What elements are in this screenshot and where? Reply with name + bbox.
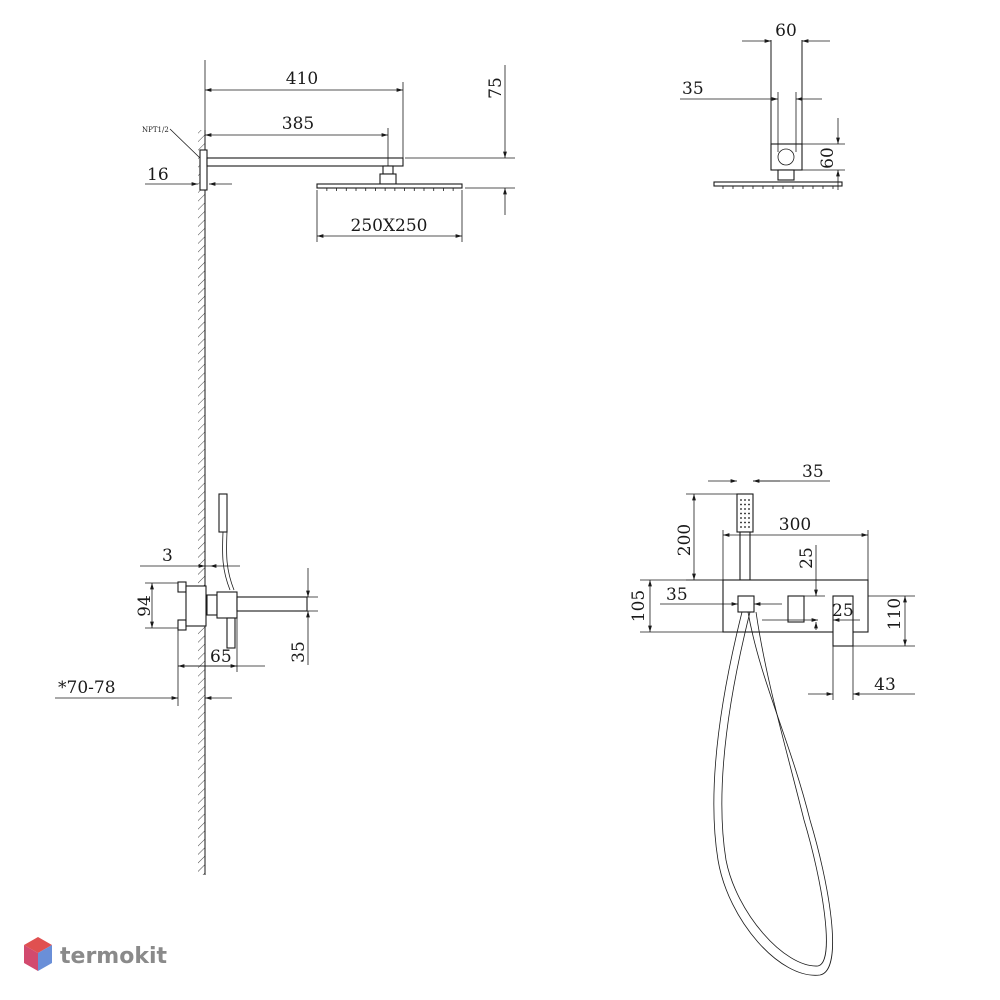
spray-dot xyxy=(748,517,750,519)
label-top-width: 60 xyxy=(775,21,797,41)
spray-dot xyxy=(740,512,742,515)
spray-dot xyxy=(740,526,742,528)
label-head-size: 250X250 xyxy=(351,216,428,236)
label-mixer-height: 94 xyxy=(135,595,155,617)
wall xyxy=(198,130,206,875)
dim-side-holder-height: 200 xyxy=(675,493,737,581)
label-wall-plate: 16 xyxy=(147,165,169,185)
label-side-handle: 25 xyxy=(832,601,854,621)
spray-dot xyxy=(740,499,742,501)
spray-dot xyxy=(744,503,746,506)
spray-dot xyxy=(740,521,742,524)
label-arm-length: 410 xyxy=(286,69,318,89)
dim-side-holder-width: 35 xyxy=(708,462,830,483)
spray-dot xyxy=(748,503,750,506)
spray-dot xyxy=(744,517,746,519)
hand-shower-side xyxy=(218,493,235,591)
label-top-offset: 35 xyxy=(682,79,704,99)
dim-side-handle-depth: 43 xyxy=(808,646,915,700)
label-arm-reach: 385 xyxy=(282,114,314,134)
dim-mixer-spout: 35 xyxy=(289,568,318,665)
dim-arm-length: 410 xyxy=(204,60,404,158)
spray-dot xyxy=(740,517,742,519)
spray-dot xyxy=(748,526,750,528)
spray-dot xyxy=(748,512,750,515)
label-side-total-height: 110 xyxy=(885,598,905,630)
label-side-knob: 25 xyxy=(797,547,817,569)
dim-mixer-height: 94 xyxy=(135,582,178,629)
spray-dot xyxy=(740,508,742,510)
dim-side-total-height: 110 xyxy=(853,595,915,647)
label-side-body-height: 105 xyxy=(629,590,649,622)
dim-top-offset: 35 xyxy=(680,79,822,152)
watermark: termokit xyxy=(24,937,167,971)
thread-label: NPT1/2 xyxy=(142,126,201,159)
shower-arm xyxy=(199,149,404,191)
label-arm-height: 75 xyxy=(486,77,506,99)
hose xyxy=(713,611,833,976)
dim-side-outlet: 35 xyxy=(660,585,782,606)
label-thread: NPT1/2 xyxy=(142,126,169,134)
hand-shower-front xyxy=(736,493,754,581)
dim-mixer-gap: 3 xyxy=(140,546,240,568)
label-side-holder-width: 35 xyxy=(802,462,824,482)
dim-head-size: 250X250 xyxy=(316,190,463,242)
label-side-holder-height: 200 xyxy=(675,524,695,556)
spray-dot xyxy=(748,499,750,501)
mixer-body-side xyxy=(177,581,308,649)
dim-mixer-depth: 65 xyxy=(177,618,265,706)
dim-side-handle: 25 xyxy=(762,601,860,622)
spray-dot xyxy=(744,521,746,524)
spray-dot xyxy=(748,521,750,524)
dim-wall-plate: 16 xyxy=(145,165,232,186)
dim-arm-reach: 385 xyxy=(205,114,389,166)
label-mixer-gap: 3 xyxy=(162,546,173,566)
mixer-plate-front xyxy=(722,579,869,647)
label-top-height: 60 xyxy=(818,147,838,169)
label-mixer-spout: 35 xyxy=(289,641,309,663)
dim-top-height: 60 xyxy=(802,118,845,190)
dim-top-width: 60 xyxy=(742,21,830,43)
dim-side-body-height: 105 xyxy=(629,579,723,633)
shower-head xyxy=(316,183,463,191)
spray-dot xyxy=(748,508,750,510)
label-side-plate-width: 300 xyxy=(779,515,811,535)
dim-side-knob: 25 xyxy=(797,545,825,630)
label-mixer-depth: 65 xyxy=(210,647,232,667)
label-side-handle-depth: 43 xyxy=(874,675,896,695)
spray-dot xyxy=(744,499,746,501)
watermark-text: termokit xyxy=(60,944,167,969)
arm-side-view xyxy=(713,40,843,189)
dim-side-plate-width: 300 xyxy=(722,515,869,580)
label-install-depth: *70-78 xyxy=(58,678,116,698)
watermark-logo-icon xyxy=(24,937,52,971)
spray-dot xyxy=(740,503,742,506)
dim-install-depth: *70-78 xyxy=(55,678,232,700)
spray-dot xyxy=(744,508,746,510)
spray-dot xyxy=(744,526,746,528)
dim-arm-height: 75 xyxy=(405,65,515,215)
label-side-outlet: 35 xyxy=(666,585,688,605)
spray-dot xyxy=(744,512,746,515)
shower-connector xyxy=(379,165,397,185)
